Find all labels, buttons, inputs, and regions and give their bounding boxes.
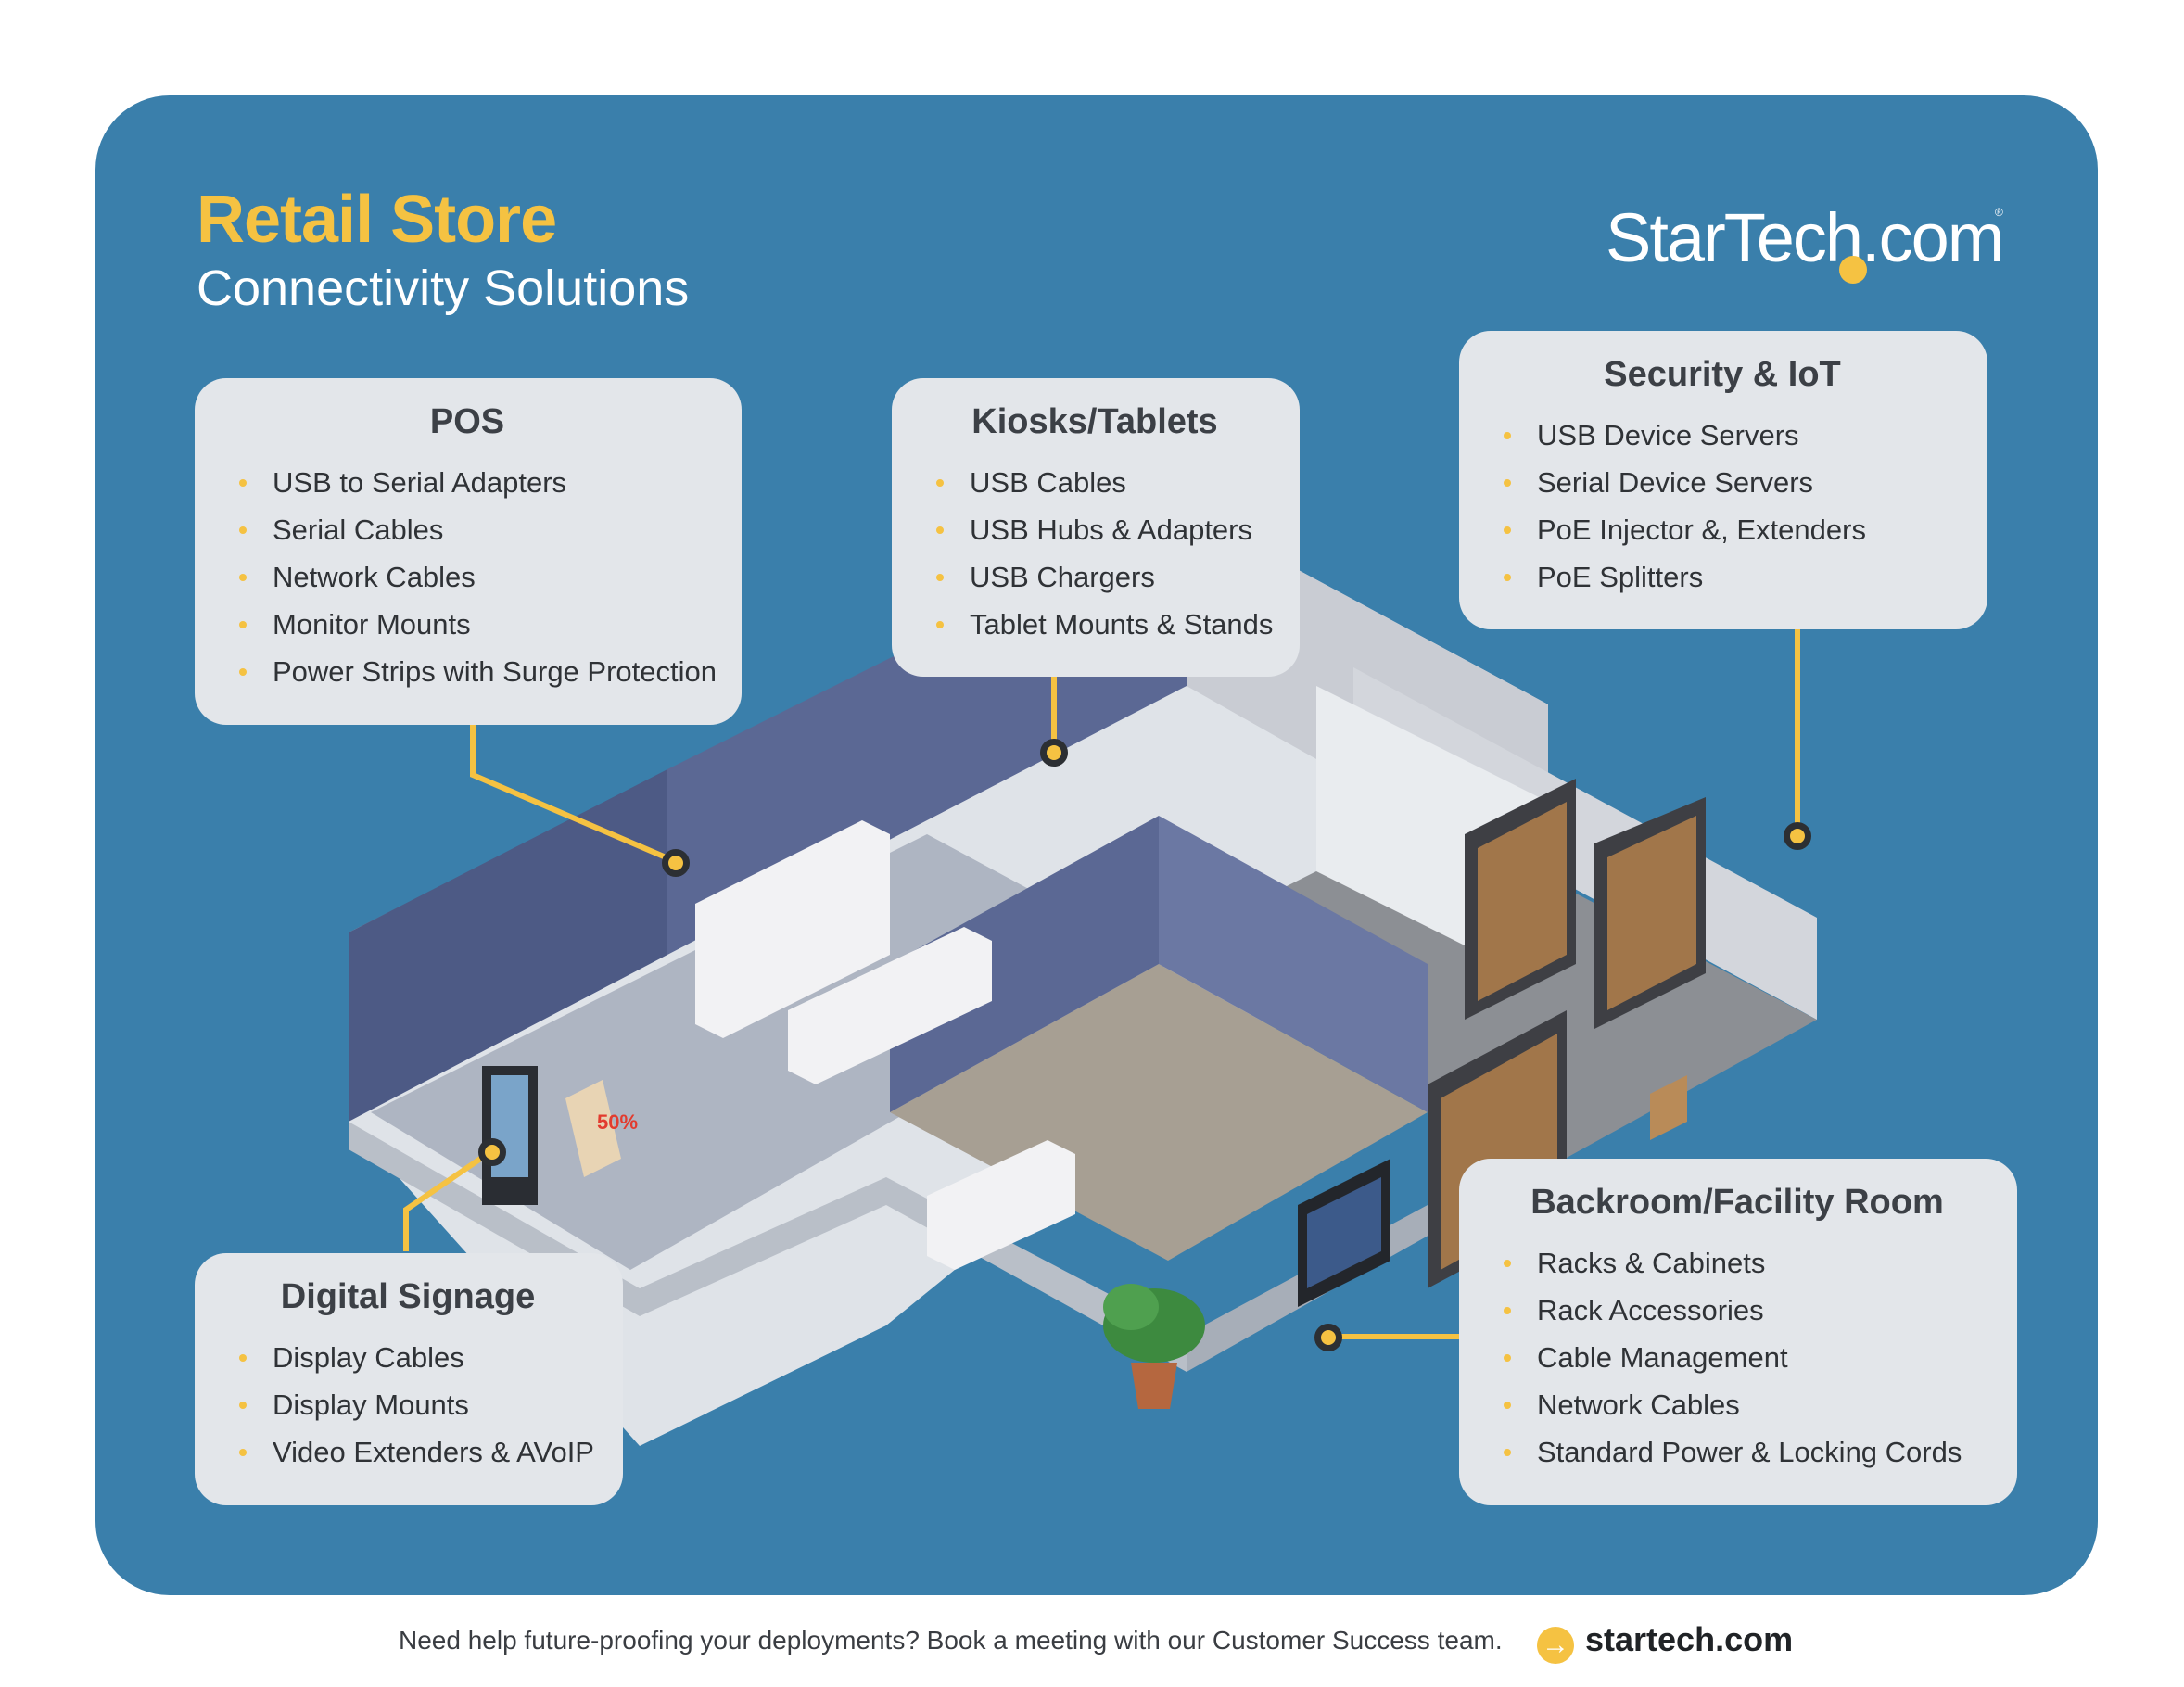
list-item: Monitor Mounts (230, 601, 705, 648)
list-item: Network Cables (1494, 1381, 1980, 1428)
list-item: USB Cables (927, 459, 1263, 506)
pos-card: POS USB to Serial Adapters Serial Cables… (195, 378, 742, 725)
bullet-icon (239, 668, 247, 676)
list-item: Rack Accessories (1494, 1287, 1980, 1334)
bullet-icon (1504, 1402, 1511, 1409)
page-title: Retail Store (197, 183, 557, 257)
bullet-icon (1504, 479, 1511, 487)
bullet-icon (239, 1354, 247, 1362)
bullet-icon (239, 1449, 247, 1456)
bullet-icon (1504, 1260, 1511, 1267)
signage-card: Digital Signage Display Cables Display M… (195, 1253, 623, 1505)
bullet-icon (1504, 574, 1511, 581)
footer-link[interactable]: startech.com (1585, 1620, 1794, 1658)
list-item: Serial Device Servers (1494, 459, 1950, 506)
bullet-icon (239, 621, 247, 628)
bullet-icon (239, 479, 247, 487)
pos-card-title: POS (429, 402, 505, 441)
kiosks-card: Kiosks/Tablets USB Cables USB Hubs & Ada… (892, 378, 1300, 677)
kiosks-list: USB Cables USB Hubs & Adapters USB Charg… (927, 459, 1273, 648)
signage-list: Display Cables Display Mounts Video Exte… (230, 1334, 594, 1476)
list-item: Network Cables (230, 553, 705, 601)
backroom-connector-dot (1314, 1324, 1342, 1351)
bullet-icon (239, 574, 247, 581)
logo-text: StarTech.com (1606, 199, 2004, 276)
plant-icon (1103, 1284, 1205, 1409)
arrow-right-icon[interactable]: → (1537, 1627, 1574, 1664)
page-subtitle: Connectivity Solutions (197, 260, 690, 316)
pos-connector-dot (662, 849, 690, 877)
list-item: Display Mounts (230, 1381, 586, 1428)
logo-dot-icon (1839, 256, 1867, 284)
bullet-icon (936, 621, 944, 628)
bullet-icon (936, 526, 944, 534)
list-item: Cable Management (1494, 1334, 1980, 1381)
bullet-icon (1504, 1354, 1511, 1362)
signage-connector-dot (478, 1138, 506, 1166)
bullet-icon (1504, 1449, 1511, 1456)
list-item: Standard Power & Locking Cords (1494, 1428, 1980, 1476)
list-item: Racks & Cabinets (1494, 1239, 1980, 1287)
list-item: USB Device Servers (1494, 412, 1950, 459)
footer-text: Need help future-proofing your deploymen… (399, 1626, 1503, 1655)
list-item: Video Extenders & AVoIP (230, 1428, 594, 1476)
kiosks-connector-dot (1040, 739, 1068, 767)
security-list: USB Device Servers Serial Device Servers… (1494, 412, 1950, 601)
bullet-icon (936, 479, 944, 487)
backroom-card-title: Backroom/Facility Room (1530, 1183, 1944, 1222)
sale-sign-text: 50% (597, 1110, 638, 1134)
bullet-icon (1504, 526, 1511, 534)
store-fixtures (482, 820, 1075, 1270)
list-item: Serial Cables (230, 506, 705, 553)
pos-list: USB to Serial Adapters Serial Cables Net… (230, 459, 717, 695)
list-item: PoE Injector &, Extenders (1494, 506, 1950, 553)
backroom-list: Racks & Cabinets Rack Accessories Cable … (1494, 1239, 1980, 1476)
bullet-icon (1504, 1307, 1511, 1314)
list-item: USB Hubs & Adapters (927, 506, 1263, 553)
signage-card-title: Digital Signage (280, 1277, 536, 1316)
bullet-icon (936, 574, 944, 581)
list-item: USB to Serial Adapters (230, 459, 705, 506)
registered-mark-icon: ® (1995, 206, 2003, 219)
list-item: USB Chargers (927, 553, 1263, 601)
bullet-icon (1504, 432, 1511, 439)
list-item: PoE Splitters (1494, 553, 1950, 601)
list-item: Display Cables (230, 1334, 586, 1381)
backroom-card: Backroom/Facility Room Racks & Cabinets … (1459, 1159, 2017, 1505)
bullet-icon (239, 1402, 247, 1409)
kiosks-card-title: Kiosks/Tablets (971, 402, 1218, 441)
security-card-title: Security & IoT (1604, 355, 1841, 394)
security-card: Security & IoT USB Device Servers Serial… (1459, 331, 1987, 629)
connector-lines (403, 627, 1800, 1339)
security-connector-dot (1784, 822, 1811, 850)
list-item: Tablet Mounts & Stands (927, 601, 1273, 648)
bullet-icon (239, 526, 247, 534)
startech-logo[interactable]: StarTech.com ® (1606, 198, 2004, 300)
server-cabinet (1298, 1159, 1390, 1307)
list-item: Power Strips with Surge Protection (230, 648, 717, 695)
